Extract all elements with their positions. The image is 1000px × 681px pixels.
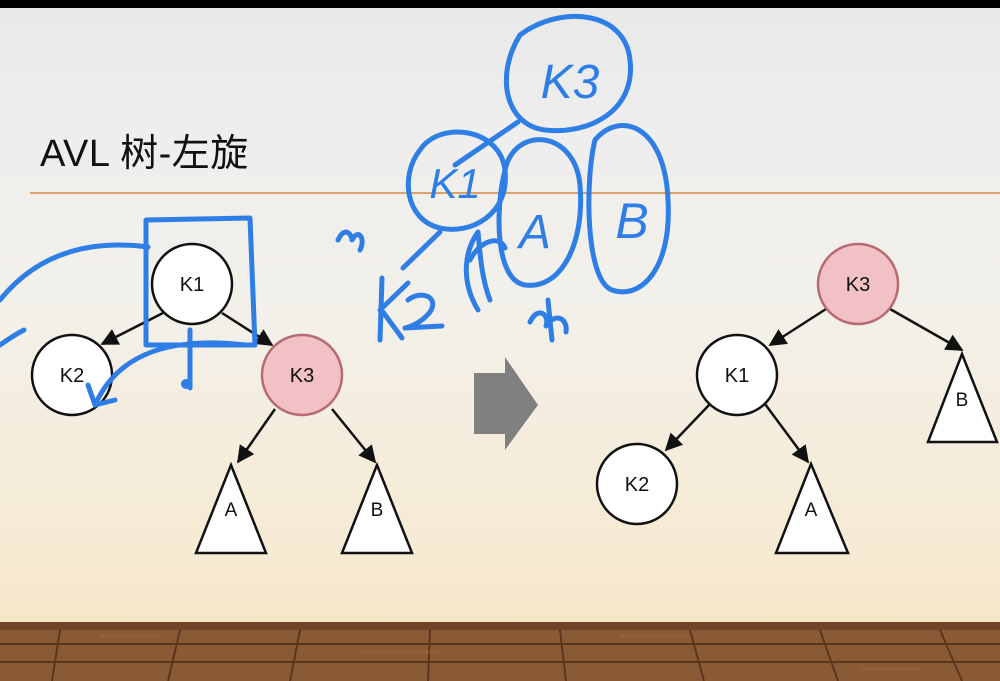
node-k2-before-label: K2 [60,365,84,387]
node-k1-before-label: K1 [180,274,204,296]
ink-dot [181,379,191,389]
ink-mark-bottom [527,297,569,343]
edge-k1-k2 [100,311,164,346]
ink-link-k1-k3 [452,119,521,168]
subtree-b-after [926,350,999,444]
node-k1-after-label: K1 [725,365,749,387]
edge-k3-k1-after [768,307,827,347]
node-k1-after [695,333,779,417]
wooden-floor [0,622,1000,681]
ink-k1-text: K1 [429,160,480,207]
before-tree: K1 K2 K3 A B [30,242,414,555]
edge-k1-k3 [221,311,274,347]
edge-k3-a [236,408,277,464]
subtree-b-before [340,461,414,555]
ink-mark-left [335,229,365,253]
ink-k3-ellipse [503,13,633,134]
subtree-a-after-label: A [805,500,818,521]
subtree-a-before-label: A [225,500,238,521]
ink-link-k1-k2 [400,229,443,271]
after-tree: K3 K1 K2 A B [595,242,999,555]
ink-swoop-left-2 [0,327,27,348]
top-black-bar [0,0,1000,8]
node-k3-before-label: K3 [290,365,314,387]
ink-b-ellipse [586,123,671,295]
node-k1-before [150,242,234,326]
handwritten-letters: K3 K1 A B K2 [429,56,648,259]
ink-a-hook [467,238,508,263]
node-k2-after [595,442,679,526]
subtree-a-after [774,460,850,555]
title-divider [30,192,1000,194]
node-k3-before [260,333,344,417]
ink-k2-scribble [377,275,445,343]
ink-b-text: B [615,193,648,249]
ink-curve-to-k2 [85,340,248,408]
subtree-a-before [194,461,268,555]
slide-title: AVL 树-左旋 [40,133,249,175]
ink-swoop-left [0,242,151,303]
node-k3-after [816,242,900,326]
edge-k1-a-after [763,403,810,464]
ink-a-text: A [516,206,551,259]
handwritten-annotations [0,13,671,408]
node-k2-after-label: K2 [625,474,649,496]
edge-k3-b-after [889,307,964,352]
node-k3-after-label: K3 [846,274,870,296]
ink-k3-text: K3 [541,56,600,109]
subtree-b-before-label: B [371,500,384,521]
edge-k3-b [331,408,377,464]
ink-k1-ellipse [405,129,508,232]
edge-k1-k2-after [664,403,711,452]
subtree-b-after-label: B [956,390,969,411]
transform-arrow [474,357,538,450]
ink-a-arrow [463,229,493,313]
